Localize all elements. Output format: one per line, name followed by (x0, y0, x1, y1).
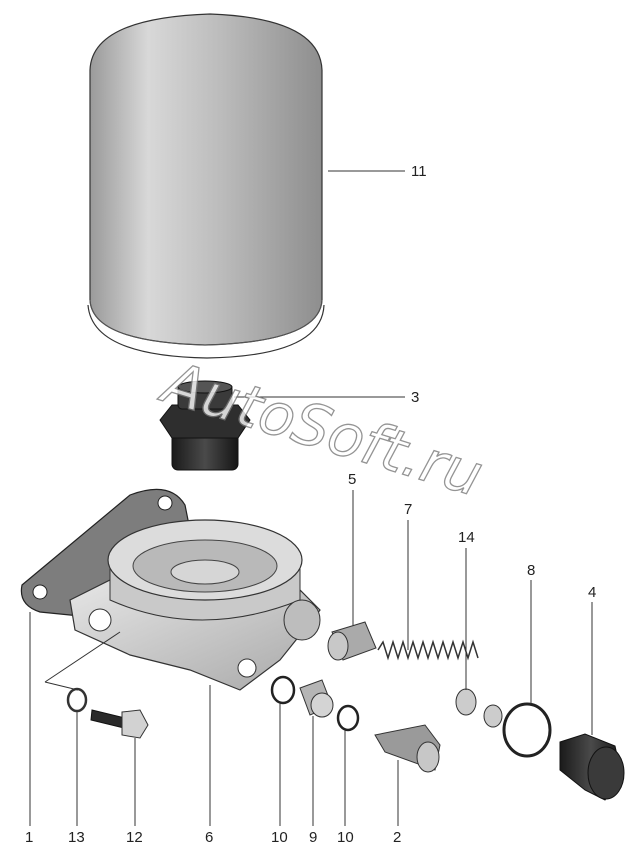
label-part-10-right: 10 (337, 829, 354, 846)
o-ring-large (502, 702, 552, 758)
label-part-2: 2 (393, 829, 401, 846)
seal-ring-left (270, 675, 296, 705)
threaded-adapter (159, 380, 251, 471)
label-part-7: 7 (404, 501, 412, 518)
label-part-3: 3 (411, 389, 419, 406)
label-part-4: 4 (588, 584, 596, 601)
label-part-12: 12 (126, 829, 143, 846)
washer-13 (66, 687, 88, 713)
spring (377, 639, 479, 661)
label-part-5: 5 (348, 471, 356, 488)
banjo-bolt (374, 724, 441, 773)
label-part-9: 9 (309, 829, 317, 846)
plug (559, 733, 625, 801)
valve-housing (69, 519, 321, 691)
label-part-8: 8 (527, 562, 535, 579)
seal-ring-right (336, 704, 360, 732)
valve-piston (327, 621, 377, 661)
label-part-14: 14 (458, 529, 475, 546)
filter-cartridge (87, 13, 325, 359)
gasket (20, 488, 191, 621)
label-part-13: 13 (68, 829, 85, 846)
label-part-11: 11 (411, 163, 427, 180)
washer-small (483, 704, 503, 728)
label-part-6: 6 (205, 829, 213, 846)
washer (455, 688, 477, 716)
label-part-1: 1 (25, 829, 33, 846)
bushing (299, 679, 334, 718)
screw (90, 709, 149, 739)
label-part-10-left: 10 (271, 829, 288, 846)
